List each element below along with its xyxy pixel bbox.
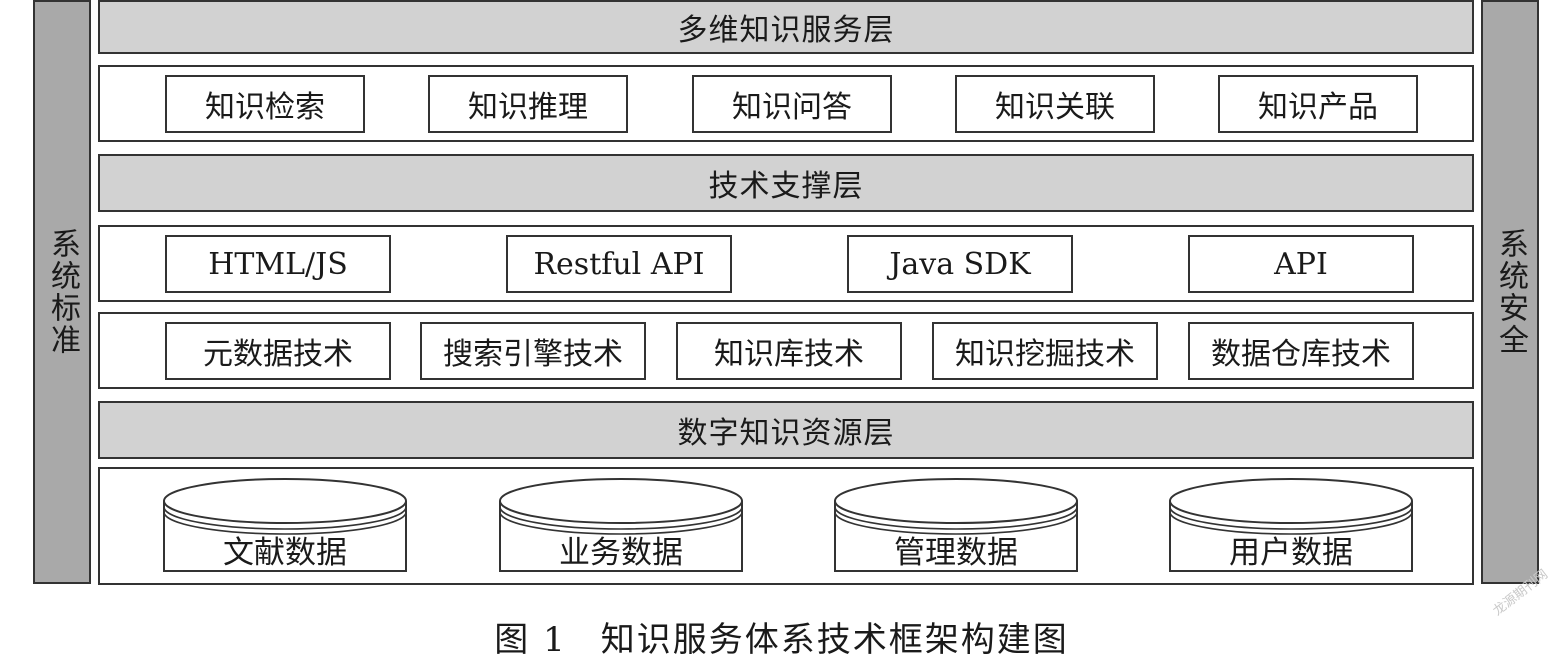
data-source-label: 用户数据 (1229, 535, 1353, 571)
tech-item-box: 知识库技术 (676, 322, 902, 380)
tech-item-box: 知识挖掘技术 (932, 322, 1158, 380)
interface-item-box: Restful API (506, 235, 732, 293)
system-standard-label: 系统标准 (45, 228, 80, 356)
data-sources-row: 文献数据 业务数据 管理数据 用户数据 (98, 467, 1474, 585)
tech-item-label: 知识库技术 (714, 337, 864, 372)
data-source-label: 业务数据 (559, 535, 683, 571)
service-layer-title: 多维知识服务层 (677, 13, 895, 48)
service-item-label: 知识问答 (732, 90, 852, 125)
service-item-box: 知识问答 (692, 75, 892, 133)
service-item-label: 知识关联 (995, 90, 1115, 125)
database-cylinder-icon (1169, 478, 1413, 572)
system-security-pillar: 系统安全 (1481, 0, 1539, 584)
interface-item-label: API (1274, 246, 1328, 282)
service-item-label: 知识推理 (468, 90, 588, 125)
database-cylinder: 用户数据 (1168, 477, 1414, 573)
interface-item-label: Java SDK (889, 246, 1031, 282)
service-items-row: 知识检索 知识推理 知识问答 知识关联 知识产品 (98, 65, 1474, 142)
service-item-box: 知识产品 (1218, 75, 1418, 133)
tech-item-box: 元数据技术 (165, 322, 391, 380)
figure-title: 知识服务体系技术框架构建图 (600, 620, 1069, 660)
system-security-label: 系统安全 (1493, 228, 1528, 356)
database-cylinder: 文献数据 (162, 477, 408, 573)
tech-item-label: 知识挖掘技术 (955, 337, 1135, 372)
tech-item-label: 元数据技术 (203, 337, 353, 372)
tech-item-box: 搜索引擎技术 (420, 322, 646, 380)
tech-item-label: 搜索引擎技术 (443, 337, 623, 372)
database-cylinder-icon (834, 478, 1078, 572)
resource-layer-band: 数字知识资源层 (98, 401, 1474, 459)
figure-caption: 图 1 知识服务体系技术框架构建图 (0, 612, 1563, 661)
resource-layer-title: 数字知识资源层 (677, 416, 895, 451)
tech-item-box: 数据仓库技术 (1188, 322, 1414, 380)
tech-item-label: 数据仓库技术 (1211, 337, 1391, 372)
database-cylinder: 业务数据 (498, 477, 744, 573)
interface-item-label: HTML/JS (208, 246, 348, 282)
service-item-box: 知识推理 (428, 75, 628, 133)
interface-item-box: Java SDK (847, 235, 1073, 293)
interface-items-row: HTML/JS Restful API Java SDK API (98, 225, 1474, 302)
data-source-label: 管理数据 (894, 535, 1018, 571)
system-standard-pillar: 系统标准 (33, 0, 91, 584)
service-layer-band: 多维知识服务层 (98, 0, 1474, 54)
service-item-label: 知识产品 (1258, 90, 1378, 125)
figure-number: 图 1 (494, 620, 567, 660)
service-item-box: 知识关联 (955, 75, 1155, 133)
database-cylinder-icon (499, 478, 743, 572)
database-cylinder: 管理数据 (833, 477, 1079, 573)
service-item-box: 知识检索 (165, 75, 365, 133)
data-source-label: 文献数据 (223, 535, 347, 571)
tech-layer-title: 技术支撑层 (708, 169, 864, 204)
interface-item-box: API (1188, 235, 1414, 293)
tech-layer-band: 技术支撑层 (98, 154, 1474, 212)
tech-items-row: 元数据技术 搜索引擎技术 知识库技术 知识挖掘技术 数据仓库技术 (98, 312, 1474, 389)
service-item-label: 知识检索 (205, 90, 325, 125)
interface-item-box: HTML/JS (165, 235, 391, 293)
database-cylinder-icon (163, 478, 407, 572)
interface-item-label: Restful API (533, 246, 705, 282)
